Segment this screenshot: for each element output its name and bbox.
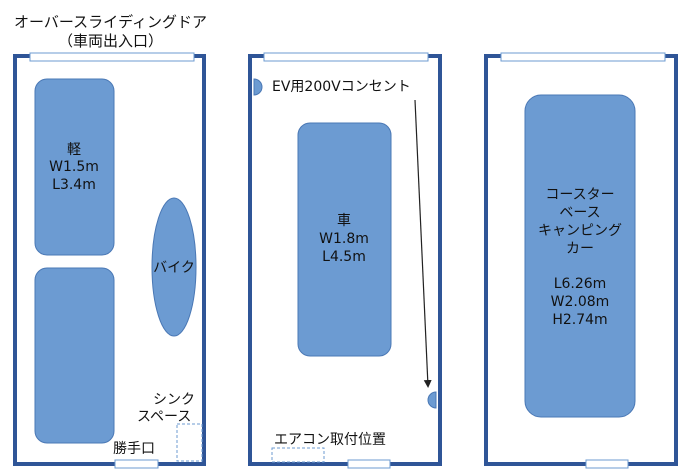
garage-1-door bbox=[29, 52, 195, 62]
ev-outlet-label: EV用200Vコンセント bbox=[272, 79, 411, 95]
camper-name-line1: コースター bbox=[545, 187, 614, 203]
car-label: 車 bbox=[337, 212, 351, 229]
car-width: W1.8m bbox=[319, 231, 369, 247]
bike-label: バイク bbox=[153, 260, 195, 276]
bike-space bbox=[151, 197, 197, 337]
garage-2-bottom-door bbox=[347, 459, 391, 469]
aircon-position bbox=[271, 447, 325, 463]
sink-label-line1: シンク bbox=[153, 392, 195, 408]
camper-name-line2: ベース bbox=[559, 205, 600, 221]
camper-van bbox=[524, 94, 636, 418]
sink-space bbox=[176, 423, 203, 462]
sink-label-line2: スペース bbox=[137, 409, 191, 425]
camper-width: W2.08m bbox=[551, 294, 610, 310]
kei-car-label: 軽 bbox=[67, 142, 81, 158]
camper-name-line3: キャンピング bbox=[538, 223, 622, 239]
garage-2-door bbox=[263, 52, 429, 62]
garage-3-bottom-door bbox=[585, 459, 629, 469]
garage-3-door bbox=[500, 52, 666, 62]
garage-1: 軽 W1.5m L3.4m バイク シンク スペース 勝手口 bbox=[13, 52, 206, 469]
camper-height: H2.74m bbox=[552, 312, 607, 328]
garage-2: EV用200Vコンセント 車 W1.8m L4.5m エアコン取付位置 bbox=[248, 52, 442, 469]
car bbox=[297, 122, 392, 357]
kei-car-width: W1.5m bbox=[49, 159, 99, 175]
kei-car-length: L3.4m bbox=[52, 177, 96, 193]
camper-length: L6.26m bbox=[554, 276, 607, 292]
car-length: L4.5m bbox=[322, 249, 366, 265]
ev-outlet-arrow bbox=[414, 99, 432, 388]
kei-car bbox=[34, 78, 115, 256]
ev-outlet-marker-right bbox=[427, 391, 437, 409]
camper-name-line4: カー bbox=[566, 241, 594, 257]
ev-outlet-marker bbox=[253, 78, 263, 96]
side-door bbox=[114, 459, 159, 469]
header-subtitle: （車両出入口） bbox=[58, 32, 163, 50]
aircon-label: エアコン取付位置 bbox=[274, 432, 386, 448]
side-door-label: 勝手口 bbox=[113, 441, 155, 457]
unlabeled-vehicle-space bbox=[34, 267, 115, 444]
header-title: オーバースライディングドア bbox=[14, 13, 207, 31]
garage-3: コースター ベース キャンピング カー L6.26m W2.08m H2.74m bbox=[484, 52, 678, 469]
